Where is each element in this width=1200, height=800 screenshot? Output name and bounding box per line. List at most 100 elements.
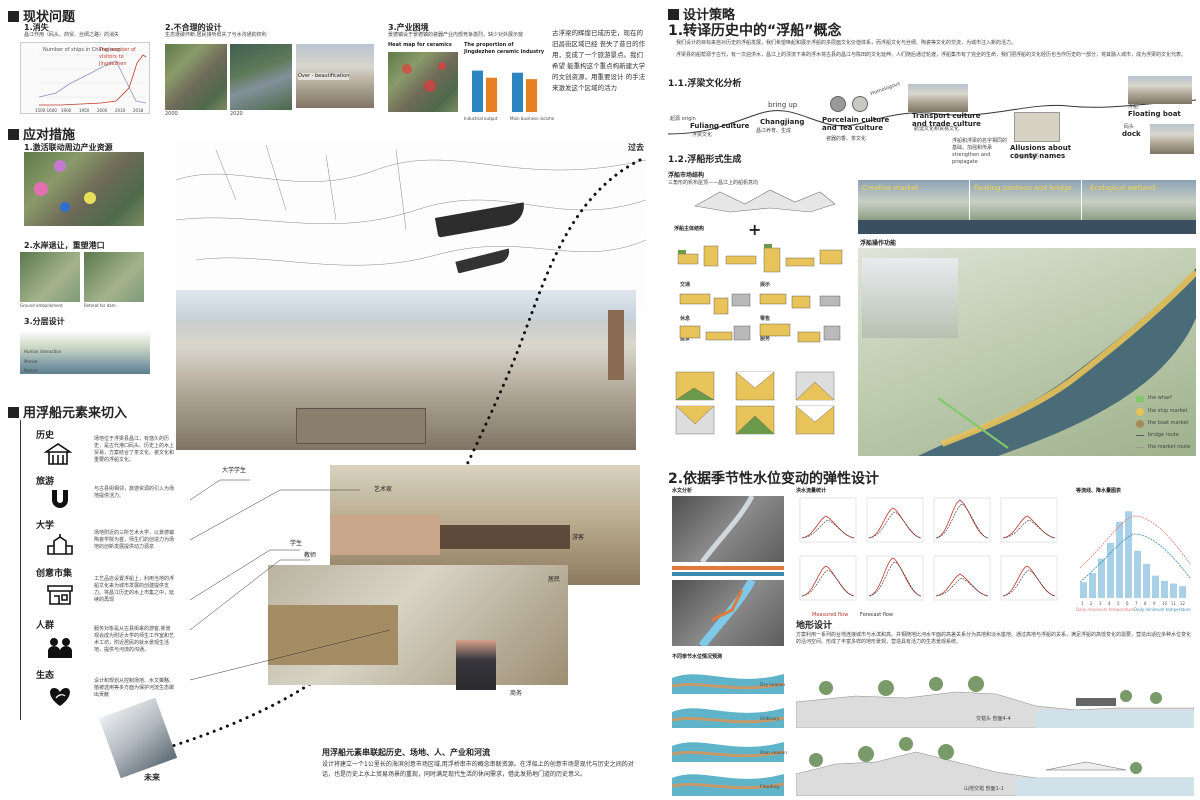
element-name-tourism: 旅游 [36, 477, 55, 487]
response-item-2: 2.水岸退让，重塑港口 [24, 241, 105, 250]
connector-lines [190, 479, 391, 681]
rainfall-month-label: 4 [1108, 601, 1111, 606]
square-bullet-icon [8, 407, 19, 418]
element-text-university: 场地附近的三所艺术大学，以景德镇陶瓷学院为首，师生们的创造力为场地的创新发展提供… [94, 530, 175, 550]
forecast-flow-line [868, 561, 922, 597]
heat-spot [424, 80, 436, 92]
measured-flow-line [868, 557, 922, 597]
flow-mini-chart [866, 497, 924, 543]
timeline-note: 浮船和浮梁的名字相同的基础。加强和传承 strengthen and propa… [952, 138, 1008, 165]
label-future: 未来 [144, 773, 160, 782]
strategy-intro-1: 我们设计的目标来自对历史的浮船发展，我们希望唤起和展示浮船的多层面文化价值体系，… [676, 40, 1017, 46]
photo-caption-over: Over - beautification [298, 73, 350, 80]
map-legend-4: bridge route [1148, 432, 1179, 438]
map-legend-1: the wharf [1148, 395, 1172, 401]
chart1-x-4: 2000 [97, 108, 108, 113]
rainfall-month-label: 5 [1117, 601, 1120, 606]
rainfall-month-label: 12 [1180, 601, 1186, 606]
ships-series-line [38, 60, 147, 104]
rainfall-bar [1170, 583, 1177, 598]
element-text-tourism: 与古县衙相邻，旅游资源的引入为场地提供活力。 [94, 486, 175, 499]
status-item-1-sub: 昌江作用（码头、商贸、丝绸之路）的消失 [24, 32, 120, 38]
element-name-university: 大学 [36, 521, 55, 531]
terrain-title: 地形设计 [796, 621, 833, 631]
strip-floating-pontoon [970, 180, 1082, 234]
status-item-2-sub: 生态遭破坏断,居民接听很失了与水沟通的权利 [165, 32, 267, 38]
label-tourist: 游客 [572, 534, 585, 541]
rainfall-bar [1143, 563, 1150, 598]
strip-water [858, 220, 1196, 234]
square-bullet-icon [8, 129, 19, 140]
chart1-x-1: 1500-1600 [35, 108, 57, 113]
ceramic-cat-2: Main business income [510, 116, 555, 121]
season-title: 不同季节水位情况预测 [672, 654, 723, 660]
ceramic-bar [526, 79, 537, 112]
module-label-5: 盆景 [680, 336, 691, 342]
storefront-icon [46, 582, 74, 606]
module-label-6: 服务 [760, 336, 771, 342]
profile-label-2: Retreat for dam [84, 303, 116, 308]
module-label-1: 交通 [680, 282, 691, 288]
timeline-en-5: Allusions about county names [1010, 144, 1072, 160]
porcelain-icon [830, 96, 846, 112]
chart1-x-6: 2018 [133, 108, 144, 113]
timeline-en-4: Transport culture and trade culture [912, 112, 981, 128]
max-temp-line [1079, 515, 1191, 569]
rainfall-month-label: 10 [1162, 601, 1168, 606]
market-label-2: floating pontoon and bridge [974, 184, 1072, 192]
status-item-3-sub: 景德镇设于景德镇的瓷器产业内部竞争激烈，缺少对外展示窗 [388, 32, 524, 38]
plus-icon: + [748, 220, 762, 239]
chart1-x-5: 2010 [115, 108, 126, 113]
section-response-text: 应对措施 [23, 128, 76, 143]
measured-flow-line [801, 515, 855, 539]
resource-marker [54, 160, 66, 172]
label-merchant: 商务 [510, 690, 523, 697]
heat-spot [402, 64, 412, 74]
resource-marker [34, 182, 48, 196]
legend-swatch-boat [1136, 420, 1144, 428]
season-label-4: Flooding [760, 785, 780, 790]
section-heading-status: 现状问题 [8, 6, 75, 25]
timeline-cn-7: 码头 [1124, 124, 1135, 130]
flow-mini-chart [799, 555, 857, 601]
rainfall-bar [1125, 511, 1132, 598]
timeline-cn-2: 昌江养育、生成 [756, 128, 792, 134]
transport-photo [908, 84, 968, 112]
resource-marker [84, 192, 96, 204]
rain-legend-1: Daily maximum temperature [1076, 607, 1134, 612]
rainfall-bar [1089, 573, 1096, 598]
timeline-cn-6: 浮船 [1128, 104, 1139, 110]
forecast-flow-line [801, 569, 855, 597]
resource-marker [60, 202, 70, 212]
layered-design-diagram [20, 330, 150, 374]
measured-flow-line [868, 507, 922, 539]
flood-flow-charts [796, 496, 1064, 610]
label-past: 过去 [628, 143, 644, 152]
timeline-en-1: Fuliang culture [690, 122, 750, 130]
rainfall-month-label: 3 [1099, 601, 1102, 606]
square-bullet-icon [668, 9, 679, 20]
rainfall-month-label: 8 [1144, 601, 1147, 606]
timeline-en-6: Floating boat [1128, 110, 1181, 118]
rainfall-month-label: 11 [1171, 601, 1177, 606]
season-label-3: Rain season [760, 751, 788, 756]
history-line-chart-svg [38, 54, 147, 106]
sky-band [176, 290, 636, 320]
roof-structure-diagram [694, 189, 836, 213]
chart1-legend-2: The number of visitors to Jingdezhen [99, 47, 136, 67]
element-name-crowd: 人群 [36, 621, 55, 631]
timeline-en-2: Changjiang [760, 118, 805, 126]
wetland-photo [268, 565, 568, 685]
merchant-figure [456, 640, 496, 690]
school-icon [46, 532, 74, 556]
terrain-section-1-1 [795, 732, 1195, 797]
site-plan-map [858, 248, 1196, 456]
measured-flow-line [1002, 515, 1056, 539]
module-label-3: 休息 [680, 316, 691, 322]
form-sub-3: 浮船主体结构 [674, 226, 705, 232]
module-label-4: 零售 [760, 316, 771, 322]
forecast-flow-line [935, 503, 989, 539]
timeline-en-7: dock [1122, 130, 1141, 138]
culture-timeline-wave [668, 99, 1196, 135]
